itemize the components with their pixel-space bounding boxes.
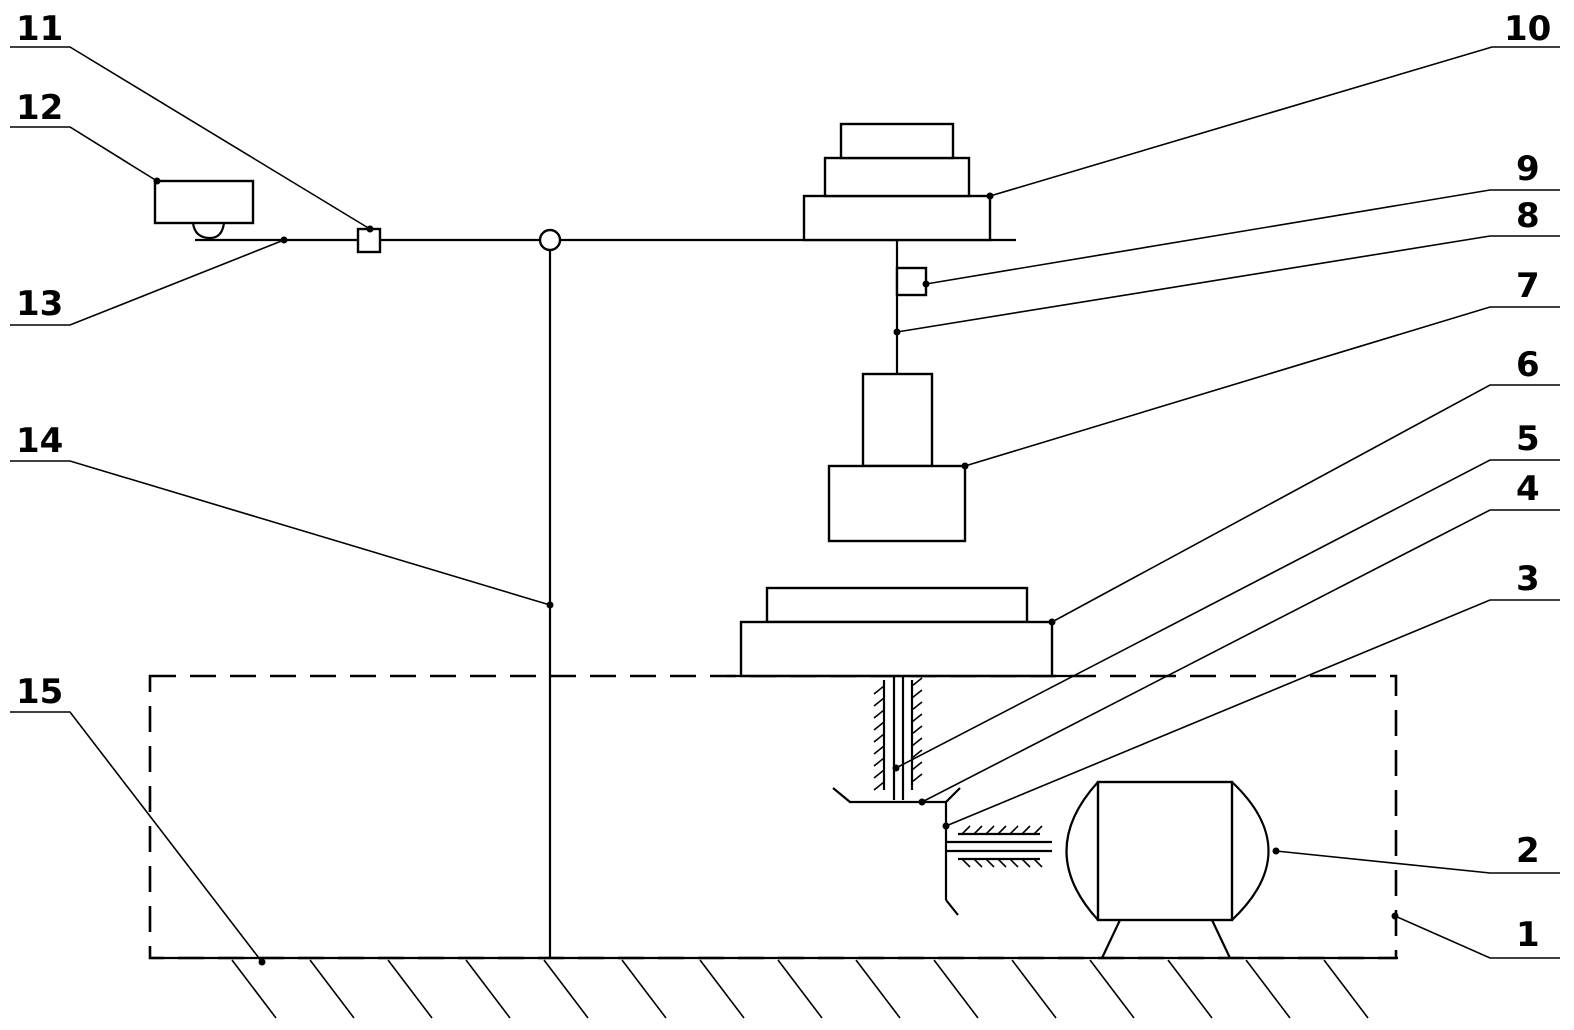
- hatch-stroke: [912, 726, 922, 734]
- hatch-stroke: [874, 734, 884, 742]
- hatch-stroke: [912, 714, 922, 722]
- label-13: 13: [16, 284, 63, 324]
- hatch-stroke: [1324, 960, 1368, 1018]
- table-base: [741, 622, 1052, 676]
- label-4: 4: [1516, 469, 1540, 509]
- hatch-stroke: [874, 782, 884, 790]
- gear-plate-foot: [946, 900, 958, 915]
- hatch-stroke: [778, 960, 822, 1018]
- ground-hatching: [232, 960, 1368, 1018]
- hatch-stroke: [934, 960, 978, 1018]
- hatch-stroke: [874, 746, 884, 754]
- hatch-stroke: [310, 960, 354, 1018]
- hatch-stroke: [1010, 826, 1018, 834]
- hatch-stroke: [544, 960, 588, 1018]
- bevel-gear-horizontal: [833, 788, 960, 802]
- label-11: 11: [16, 9, 63, 49]
- hatch-stroke: [874, 710, 884, 718]
- upper-block-base: [804, 196, 990, 240]
- motor-leg-left: [1102, 920, 1120, 958]
- hatch-stroke: [1246, 960, 1290, 1018]
- hatch-stroke: [1012, 960, 1056, 1018]
- label-3: 3: [1516, 559, 1540, 599]
- hatch-stroke: [874, 698, 884, 706]
- label-10: 10: [1504, 9, 1551, 49]
- hatch-stroke: [874, 722, 884, 730]
- motor-body: [1098, 782, 1232, 920]
- label-12: 12: [16, 88, 63, 128]
- hatch-stroke: [962, 859, 970, 867]
- hatch-stroke: [998, 826, 1006, 834]
- hatch-stroke: [912, 738, 922, 746]
- device-hook: [193, 223, 224, 238]
- motor-right-cap: [1232, 782, 1269, 920]
- hatch-stroke: [1022, 859, 1030, 867]
- hatch-stroke: [856, 960, 900, 1018]
- hatch-stroke: [700, 960, 744, 1018]
- label-7: 7: [1516, 266, 1540, 306]
- small-coupler-box: [358, 229, 380, 252]
- hatch-stroke: [986, 859, 994, 867]
- device-box: [155, 181, 253, 223]
- hatch-stroke: [1090, 960, 1134, 1018]
- pole-top-joint: [540, 230, 560, 250]
- rod-sensor-box: [897, 268, 926, 295]
- label-14: 14: [16, 421, 63, 461]
- label-2: 2: [1516, 831, 1540, 871]
- press-head-upper: [863, 374, 932, 466]
- hatch-stroke: [912, 690, 922, 698]
- hatch-stroke: [874, 686, 884, 694]
- label-8: 8: [1516, 196, 1540, 236]
- upper-block-top: [841, 124, 953, 158]
- upper-block-middle: [825, 158, 969, 196]
- hatch-stroke: [962, 826, 970, 834]
- hatch-stroke: [232, 960, 276, 1018]
- label-15: 15: [16, 672, 63, 712]
- press-head-lower: [829, 466, 965, 541]
- label-1: 1: [1516, 915, 1540, 955]
- shaft-bearing-hatching: [962, 826, 1042, 867]
- hatch-stroke: [912, 702, 922, 710]
- hatch-stroke: [974, 859, 982, 867]
- table-top: [767, 588, 1027, 622]
- hatch-stroke: [1034, 826, 1042, 834]
- hatch-stroke: [466, 960, 510, 1018]
- hatch-stroke: [874, 758, 884, 766]
- hatch-stroke: [1168, 960, 1212, 1018]
- motor-leg-right: [1212, 920, 1230, 958]
- hatch-stroke: [1010, 859, 1018, 867]
- hatch-stroke: [912, 762, 922, 770]
- hatch-stroke: [388, 960, 432, 1018]
- hatch-stroke: [998, 859, 1006, 867]
- label-9: 9: [1516, 149, 1540, 189]
- hatch-stroke: [874, 770, 884, 778]
- hatch-stroke: [1034, 859, 1042, 867]
- hatch-stroke: [622, 960, 666, 1018]
- label-6: 6: [1516, 345, 1540, 385]
- motor-left-cap: [1067, 782, 1099, 920]
- label-5: 5: [1516, 419, 1540, 459]
- hatch-stroke: [912, 774, 922, 782]
- hatch-stroke: [974, 826, 982, 834]
- hatch-stroke: [1022, 826, 1030, 834]
- bearing-hatching: [874, 678, 922, 790]
- hatch-stroke: [912, 678, 922, 686]
- hatch-stroke: [986, 826, 994, 834]
